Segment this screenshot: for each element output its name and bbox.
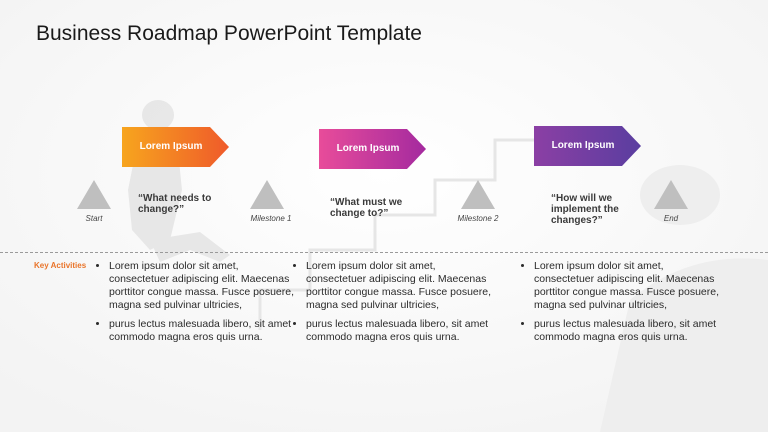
milestone-start-label: Start <box>85 214 103 223</box>
list-item: purus lectus malesuada libero, sit amet … <box>534 318 720 344</box>
stage-2-arrow-label: Lorem Ipsum <box>336 143 400 154</box>
stage-1-arrow-label: Lorem Ipsum <box>139 141 203 152</box>
list-item: purus lectus malesuada libero, sit amet … <box>306 318 492 344</box>
milestone-2-triangle <box>461 180 495 209</box>
milestone-1-triangle <box>250 180 284 209</box>
milestone-start-triangle <box>77 180 111 209</box>
list-item: Lorem ipsum dolor sit amet, consectetuer… <box>109 260 295 312</box>
list-item: Lorem ipsum dolor sit amet, consectetuer… <box>306 260 492 312</box>
stage-3-question: “How will we implement the changes?” <box>551 193 619 226</box>
stage-3-arrow-label: Lorem Ipsum <box>551 140 615 151</box>
stage-2-question: “What must we change to?” <box>330 197 403 219</box>
stage-2-arrow: Lorem Ipsum <box>319 129 426 169</box>
key-activities-label: Key Activities <box>34 261 87 270</box>
stage-2-activities: Lorem ipsum dolor sit amet, consectetuer… <box>292 260 492 350</box>
stage-2-arrow-shape <box>319 129 426 169</box>
stage-3-arrow: Lorem Ipsum <box>534 126 641 166</box>
stage-3-activities: Lorem ipsum dolor sit amet, consectetuer… <box>520 260 720 350</box>
list-item: purus lectus malesuada libero, sit amet … <box>109 318 295 344</box>
milestone-end-label: End <box>663 214 679 223</box>
stage-1-arrow: Lorem Ipsum <box>122 127 229 167</box>
list-item: Lorem ipsum dolor sit amet, consectetuer… <box>534 260 720 312</box>
milestone-1-label: Milestone 1 <box>250 214 292 223</box>
stage-1-arrow-shape <box>122 127 229 167</box>
divider-line <box>0 252 768 253</box>
stage-1-question: “What needs to change?” <box>138 193 212 215</box>
milestone-end-triangle <box>654 180 688 209</box>
stage-3-arrow-shape <box>534 126 641 166</box>
page-title: Business Roadmap PowerPoint Template <box>36 22 422 45</box>
milestone-2-label: Milestone 2 <box>457 214 499 223</box>
stage-1-activities: Lorem ipsum dolor sit amet, consectetuer… <box>95 260 295 350</box>
